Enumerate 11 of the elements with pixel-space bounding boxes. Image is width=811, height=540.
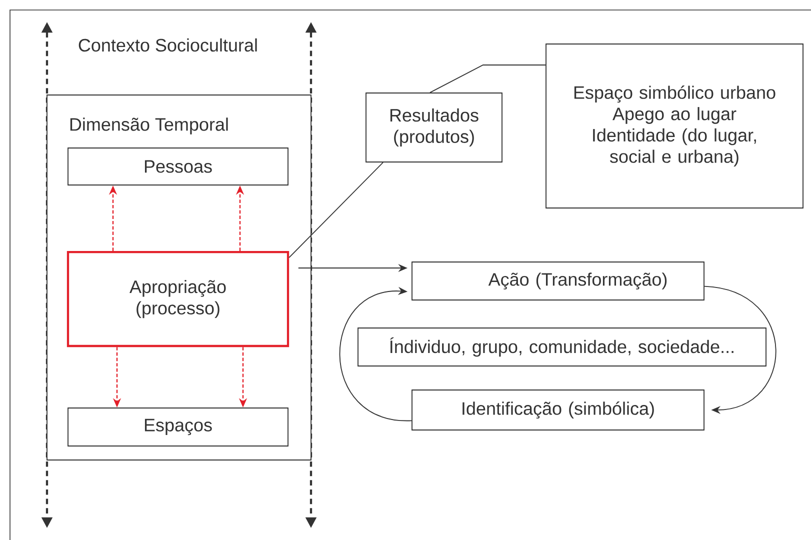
context-label: Contexto Sociocultural (78, 38, 257, 52)
label-box: Pessoas (68, 148, 288, 186)
label-box: Espaços (68, 408, 288, 446)
arrow (704, 286, 776, 414)
result-box: Espaço simbólico urbano Apego ao lugar Identidade (do lugar, social e urbana) (546, 44, 804, 208)
label-box: Índividuo, grupo, comunidade, sociedade... (358, 328, 766, 366)
label-box: Identificação (simbólica) (412, 390, 704, 430)
arrow (339, 286, 412, 422)
label-box: Ação (Transformação) (412, 262, 704, 300)
label-box: Resultados (produtos) (366, 92, 502, 162)
process-box: Apropriação (processo) (66, 250, 290, 348)
